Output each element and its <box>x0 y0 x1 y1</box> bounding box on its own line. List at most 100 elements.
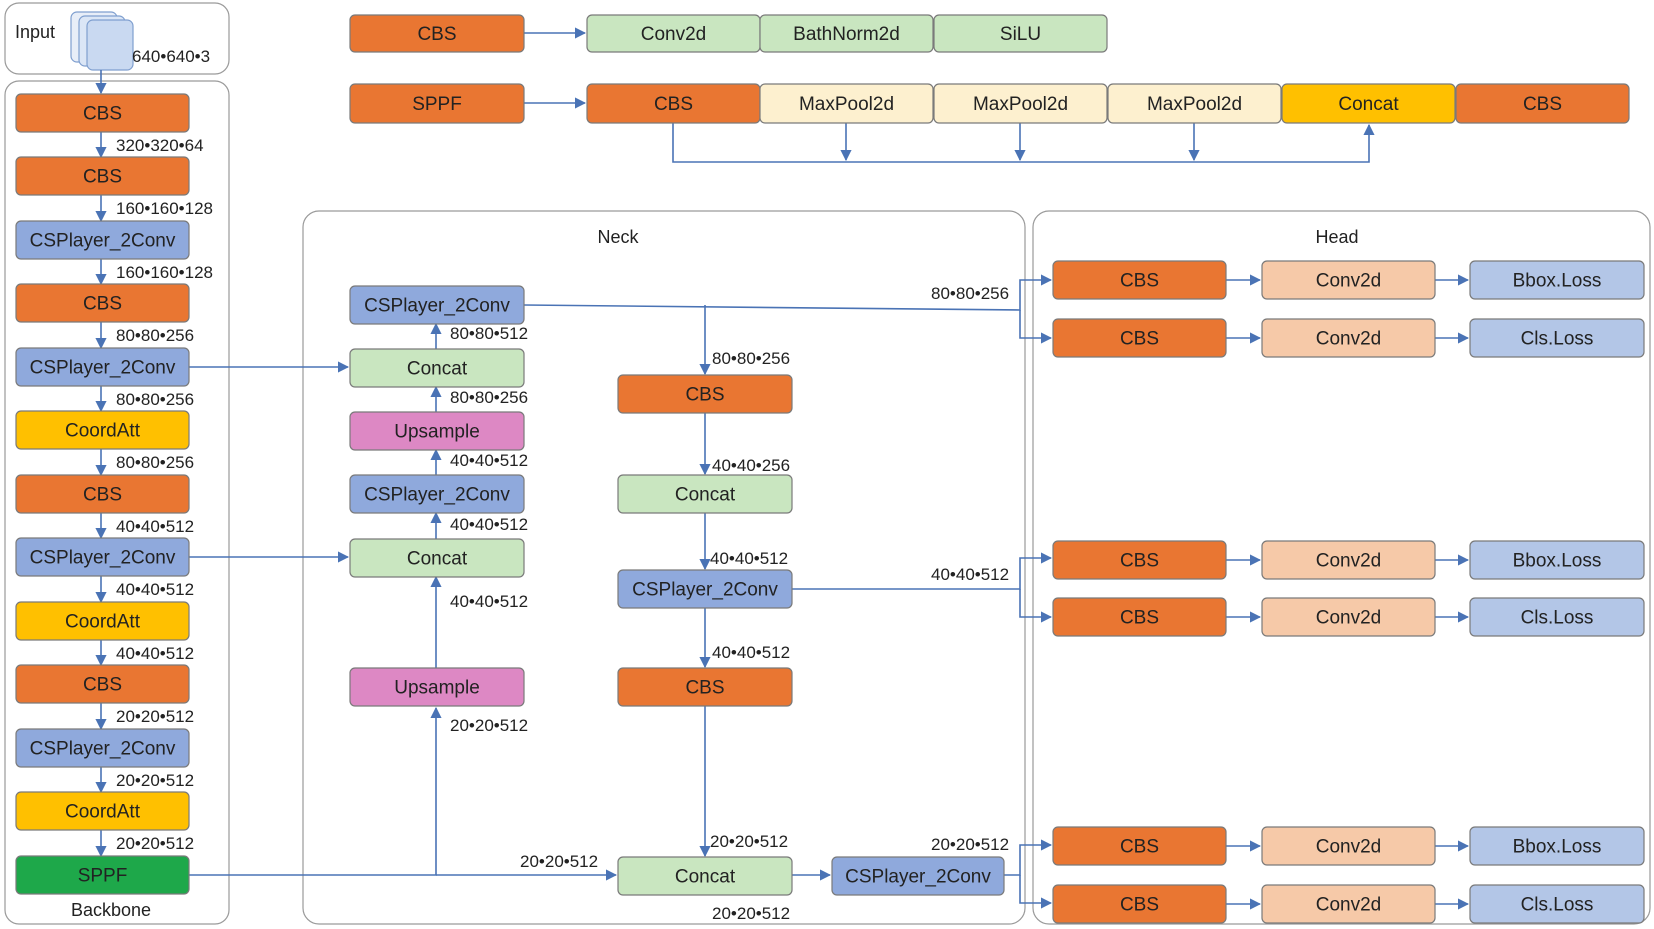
legend-sppf-part-4-label: Concat <box>1338 94 1399 115</box>
backbone-block-0-label: CBS <box>83 104 122 125</box>
head-row-5-col-0-label: CBS <box>1120 895 1159 916</box>
head-row-1-col-0-label: CBS <box>1120 329 1159 350</box>
legend-cbs-part-0-label: Conv2d <box>641 24 707 45</box>
backbone-block-6-label: CBS <box>83 485 122 506</box>
legend-sppf-part-5: CBS <box>1455 83 1630 124</box>
neck-p3-to-head-bbox <box>523 274 1053 311</box>
backbone-block-9-label: CBS <box>83 675 122 696</box>
head-scale-dim-1: 40•40•512 <box>931 565 1009 584</box>
neck-cbs-2-label: CBS <box>685 678 724 699</box>
head-row-5-col-2-label: Cls.Loss <box>1521 895 1594 916</box>
head-row-1-col-2: Cls.Loss <box>1469 318 1645 358</box>
neck-csp-bottom: CSPlayer_2Conv <box>831 856 1005 896</box>
backbone-block-7-label: CSPlayer_2Conv <box>30 548 176 569</box>
head-row-0-col-1-label: Conv2d <box>1316 271 1382 292</box>
backbone-block-5-label: CoordAtt <box>65 421 141 442</box>
head-scale-dim-0: 80•80•256 <box>931 284 1009 303</box>
backbone-block-4-label: CSPlayer_2Conv <box>30 358 176 379</box>
backbone-block-3-label: CBS <box>83 294 122 315</box>
backbone-dim-1: 160•160•128 <box>116 199 213 218</box>
neck-cbs-2: CBS <box>617 667 793 707</box>
head-row-0-col-1: Conv2d <box>1261 260 1436 300</box>
legend-sppf-part-4: Concat <box>1281 83 1456 124</box>
neck-csp-mid-label: CSPlayer_2Conv <box>364 485 510 506</box>
legend-cbs-block: CBS <box>349 14 525 53</box>
head-row-5-col-0: CBS <box>1052 884 1227 924</box>
legend-cbs-part-1: BathNorm2d <box>759 14 934 53</box>
neck-upsample-2-label: Upsample <box>394 678 480 699</box>
neck-concat-4-label: Concat <box>675 867 736 888</box>
neck-dim-csp-right-in: 40•40•512 <box>710 549 788 568</box>
neck-concat-3-label: Concat <box>675 485 736 506</box>
head-row-5-col-1: Conv2d <box>1261 884 1436 924</box>
head-scale-dim-2: 20•20•512 <box>931 835 1009 854</box>
backbone-block-2: CSPlayer_2Conv <box>15 220 190 260</box>
head-row-2-col-2: Bbox.Loss <box>1469 540 1645 580</box>
legend-sppf-part-1: MaxPool2d <box>759 83 934 124</box>
backbone-block-2-label: CSPlayer_2Conv <box>30 231 176 252</box>
head-row-2-col-0-label: CBS <box>1120 551 1159 572</box>
neck-dim-csp-mid-in: 40•40•512 <box>450 515 528 534</box>
legend-sppf-part-5-label: CBS <box>1523 94 1562 115</box>
backbone-dim-8: 40•40•512 <box>116 644 194 663</box>
input-dims: 640•640•3 <box>132 47 210 66</box>
backbone-frame <box>4 80 230 925</box>
neck-dim-concat-1-in: 80•80•256 <box>450 388 528 407</box>
legend-cbs-part-1-label: BathNorm2d <box>793 24 900 45</box>
head-row-0-col-0-label: CBS <box>1120 271 1159 292</box>
neck-frame <box>302 210 1026 925</box>
neck-dim-upsample-1-in: 40•40•512 <box>450 451 528 470</box>
head-row-1-col-2-label: Cls.Loss <box>1521 329 1594 350</box>
backbone-dim-10: 20•20•512 <box>116 771 194 790</box>
head-row-3-col-1: Conv2d <box>1261 597 1436 637</box>
neck-csp-bottom-label: CSPlayer_2Conv <box>845 867 991 888</box>
head-row-4-col-0-label: CBS <box>1120 837 1159 858</box>
head-row-0-col-2: Bbox.Loss <box>1469 260 1645 300</box>
head-row-0-col-2-label: Bbox.Loss <box>1513 271 1602 292</box>
neck-csp-right-label: CSPlayer_2Conv <box>632 580 778 601</box>
backbone-block-11-label: CoordAtt <box>65 802 141 823</box>
neck-dim-concat-4-bottom: 20•20•512 <box>712 904 790 923</box>
input-stack-icon <box>70 11 134 71</box>
backbone-block-7: CSPlayer_2Conv <box>15 537 190 577</box>
head-row-2-col-1-label: Conv2d <box>1316 551 1382 572</box>
legend-cbs-part-0: Conv2d <box>586 14 761 53</box>
backbone-block-1-label: CBS <box>83 167 122 188</box>
neck-cbs-1-label: CBS <box>685 385 724 406</box>
backbone-block-3: CBS <box>15 283 190 323</box>
head-row-4-col-2-label: Bbox.Loss <box>1513 837 1602 858</box>
head-row-0-col-0: CBS <box>1052 260 1227 300</box>
head-row-5-col-1-label: Conv2d <box>1316 895 1382 916</box>
head-row-2-col-0: CBS <box>1052 540 1227 580</box>
backbone-block-1: CBS <box>15 156 190 196</box>
head-row-3-col-1-label: Conv2d <box>1316 608 1382 629</box>
head-frame <box>1032 210 1651 925</box>
neck-concat-2-label: Concat <box>407 549 468 570</box>
legend-sppf-part-2-label: MaxPool2d <box>973 94 1068 115</box>
head-row-4-col-1-label: Conv2d <box>1316 837 1382 858</box>
neck-csp-mid: CSPlayer_2Conv <box>349 474 525 514</box>
head-row-1-col-1-label: Conv2d <box>1316 329 1382 350</box>
neck-csp-top: CSPlayer_2Conv <box>349 285 525 325</box>
legend-sppf-part-2: MaxPool2d <box>933 83 1108 124</box>
legend-sppf-block: SPPF <box>349 83 525 124</box>
input-frame <box>4 2 230 75</box>
head-row-4-col-2: Bbox.Loss <box>1469 826 1645 866</box>
head-row-3-col-2-label: Cls.Loss <box>1521 608 1594 629</box>
backbone-dim-3: 80•80•256 <box>116 326 194 345</box>
head-row-1-col-0: CBS <box>1052 318 1227 358</box>
backbone-dim-2: 160•160•128 <box>116 263 213 282</box>
neck-title: Neck <box>597 227 639 247</box>
neck-csp-top-label: CSPlayer_2Conv <box>364 296 510 317</box>
legend-sppf-part-0-label: CBS <box>654 94 693 115</box>
neck-dim-concat-4-top: 20•20•512 <box>710 832 788 851</box>
head-row-3-col-0: CBS <box>1052 597 1227 637</box>
backbone-block-12-label: SPPF <box>78 866 128 887</box>
head-row-1-col-1: Conv2d <box>1261 318 1436 358</box>
backbone-block-11: CoordAtt <box>15 791 190 831</box>
head-row-5-col-2: Cls.Loss <box>1469 884 1645 924</box>
head-row-2-col-2-label: Bbox.Loss <box>1513 551 1602 572</box>
legend-sppf-part-3-label: MaxPool2d <box>1147 94 1242 115</box>
